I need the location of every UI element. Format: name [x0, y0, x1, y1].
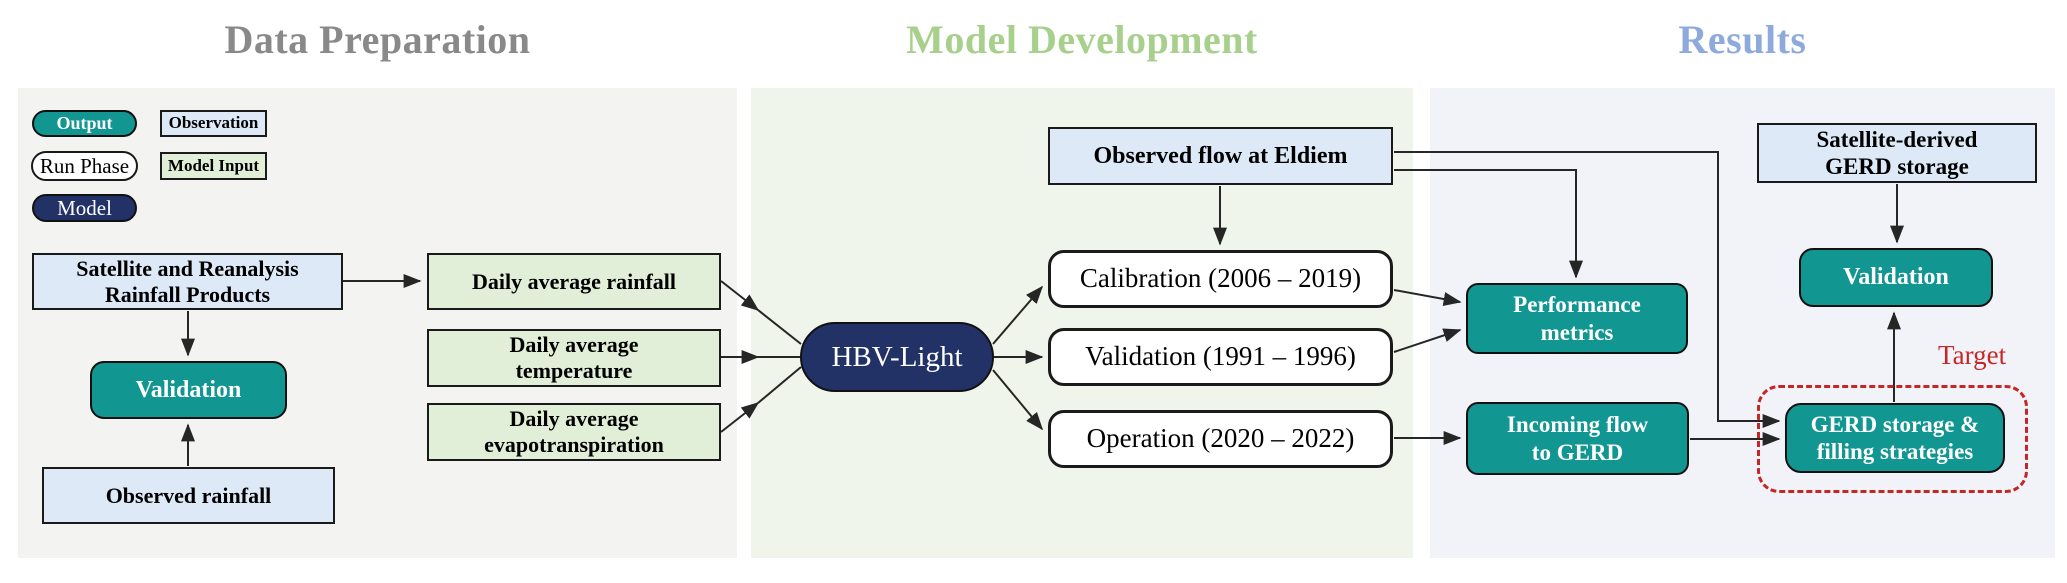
node-observed-rainfall: Observed rainfall [42, 467, 335, 524]
node-gerd-validation: Validation [1799, 248, 1993, 307]
heading-data-preparation: Data Preparation [224, 16, 531, 62]
node-satellite-rainfall-products: Satellite and Reanalysis Rainfall Produc… [32, 253, 343, 310]
node-performance-metrics: Performance metrics [1466, 283, 1688, 354]
legend-output: Output [32, 110, 137, 137]
node-observed-flow-eldiem: Observed flow at Eldiem [1048, 127, 1393, 185]
heading-model-development: Model Development [906, 16, 1258, 62]
node-rainfall-validation: Validation [90, 361, 287, 419]
target-dashed-frame [1757, 385, 2028, 493]
legend-model-input: Model Input [160, 152, 267, 180]
node-daily-average-rainfall: Daily average rainfall [427, 253, 721, 310]
node-satellite-derived-gerd-storage: Satellite-derived GERD storage [1757, 123, 2037, 183]
node-incoming-flow-gerd: Incoming flow to GERD [1466, 402, 1689, 475]
node-daily-average-evapotranspiration: Daily average evapotranspiration [427, 403, 721, 461]
node-daily-average-temperature: Daily average temperature [427, 329, 721, 387]
legend-observation: Observation [160, 110, 267, 137]
legend-run-phase: Run Phase [31, 151, 138, 181]
node-gerd-storage-filling-strategies: GERD storage & filling strategies [1785, 403, 2005, 473]
heading-results: Results [1678, 16, 1807, 62]
node-validation-phase: Validation (1991 – 1996) [1048, 328, 1393, 386]
legend-model: Model [32, 194, 137, 222]
node-operation-phase: Operation (2020 – 2022) [1048, 410, 1393, 468]
target-label: Target [1938, 340, 2007, 370]
node-calibration-phase: Calibration (2006 – 2019) [1048, 250, 1393, 308]
node-hbv-light-model: HBV-Light [800, 322, 994, 392]
